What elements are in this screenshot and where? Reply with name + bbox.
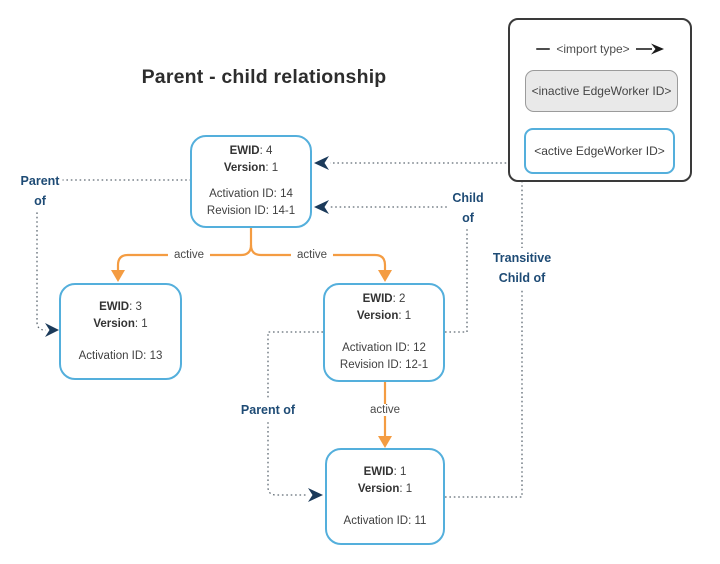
label-transitive-line2: Child of [498, 271, 546, 285]
label-active-left: active [167, 249, 211, 261]
node-ewid-3-field-ewid: EWID: 3 [99, 299, 142, 316]
field-value: : 1 [134, 317, 148, 330]
legend-import-type-row: <import type> [510, 40, 690, 58]
import-arrow-icon [635, 43, 664, 55]
node-ewid-4-activation-id: Activation ID: 14 [209, 188, 293, 200]
node-ewid-4-field-ewid: EWID: 4 [230, 143, 273, 160]
label-active-bottom: active [363, 404, 407, 416]
node-ewid-4-field-version: Version: 1 [224, 160, 278, 177]
node-ewid-1-field-version: Version: 1 [358, 481, 412, 498]
label-parent-of-left-line2: of [34, 194, 46, 208]
field-value: : 3 [129, 300, 142, 313]
node-ewid-1-activation-id: Activation ID: 11 [343, 514, 427, 527]
node-ewid-2-field-ewid: EWID: 2 [363, 291, 406, 308]
label-parent-of-left-line1: Parent [20, 174, 60, 188]
field-label: EWID [362, 293, 393, 305]
field-label: Version [93, 317, 135, 330]
field-label: Version [223, 162, 266, 174]
node-ewid-4-revision-id: Revision ID: 14-1 [206, 205, 296, 217]
label-parent-of-mid: Parent of [237, 400, 299, 420]
node-ewid-2-revision-id: Revision ID: 12-1 [339, 359, 429, 371]
field-label: EWID [363, 465, 394, 478]
node-ewid-2: EWID: 2 Version: 1 Activation ID: 12 Rev… [323, 283, 445, 382]
field-value: : 1 [399, 482, 413, 495]
page-title: Parent - child relationship [141, 66, 387, 88]
dotted-wires [36, 162, 523, 498]
navy-arrowheads [45, 156, 329, 502]
legend-active-edgeworker-chip: <active EdgeWorker ID> [524, 128, 675, 174]
node-ewid-3-field-version: Version: 1 [93, 316, 147, 333]
child-of-line [330, 206, 468, 333]
node-ewid-3: EWID: 3 Version: 1 Activation ID: 13 [59, 283, 182, 380]
node-ewid-1: EWID: 1 Version: 1 Activation ID: 11 [325, 448, 445, 545]
label-transitive-line1: Transitive [492, 251, 552, 265]
arrowhead-active-into-ewid2-icon [378, 270, 392, 282]
legend-import-type-label: <import type> [556, 42, 630, 56]
node-ewid-2-activation-id: Activation ID: 12 [342, 342, 426, 354]
label-active-right: active [290, 249, 334, 261]
node-ewid-4: EWID: 4 Version: 1 Activation ID: 14 Rev… [190, 135, 312, 228]
label-child-of-line1: Child [452, 191, 484, 205]
field-label: EWID [229, 145, 260, 157]
field-label: EWID [99, 300, 130, 313]
node-ewid-1-field-ewid: EWID: 1 [364, 464, 407, 481]
field-label: Version [356, 310, 399, 322]
legend-box: <import type> <inactive EdgeWorker ID> <… [508, 18, 692, 182]
transitive-child-of-line [330, 162, 523, 498]
legend-inactive-edgeworker-chip: <inactive EdgeWorker ID> [525, 70, 678, 112]
arrowhead-into-ewid1-icon [308, 488, 323, 502]
arrowhead-child-of-into-ewid4-icon [314, 200, 329, 214]
field-value: : 1 [393, 465, 407, 478]
field-value: : 1 [398, 310, 412, 322]
field-label: Version [357, 482, 400, 495]
field-value: : 1 [265, 162, 279, 174]
parent-of-left-vertical-line [36, 208, 46, 331]
active-wire-ewid4-to-ewid2 [249, 244, 387, 272]
field-value: : 4 [259, 145, 273, 157]
label-transitive-child-of: Transitive Child of [489, 248, 555, 288]
import-line-start-icon [536, 48, 551, 50]
label-child-of-line2: of [462, 211, 474, 225]
node-ewid-2-field-version: Version: 1 [357, 308, 411, 325]
arrowhead-into-ewid3-icon [45, 323, 59, 337]
node-ewid-3-activation-id: Activation ID: 13 [78, 349, 163, 362]
orange-arrowheads [111, 270, 392, 448]
arrowhead-active-into-ewid3-icon [111, 270, 125, 282]
arrowhead-transitive-into-ewid4-icon [314, 156, 329, 170]
label-child-of: Child of [449, 188, 487, 228]
label-parent-of-left: Parent of [17, 171, 63, 211]
field-value: : 2 [392, 293, 406, 305]
arrowhead-active-into-ewid1-icon [378, 436, 392, 448]
